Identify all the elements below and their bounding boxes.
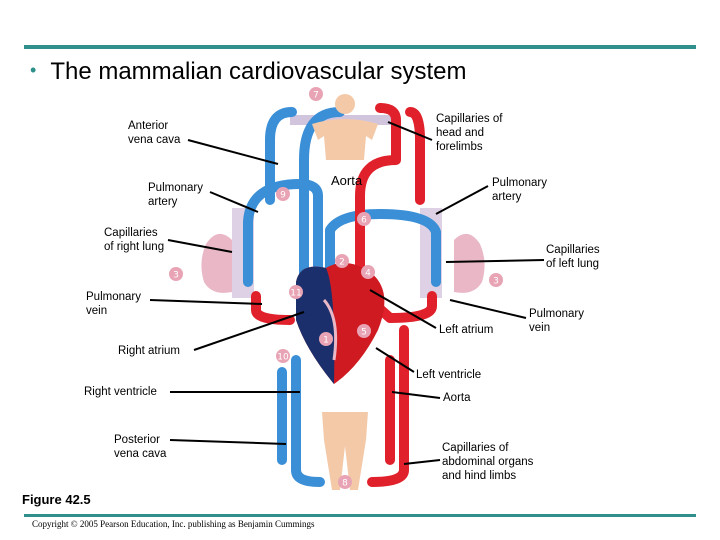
label-left-atrium: Left atrium: [439, 324, 494, 336]
svg-text:3: 3: [173, 271, 179, 281]
label-aorta-top: Aorta: [331, 173, 363, 188]
svg-text:10: 10: [277, 353, 289, 363]
left-lung: [454, 233, 485, 293]
svg-text:2: 2: [339, 258, 345, 268]
pulmonary-vein-left-lung: [365, 291, 437, 323]
aorta-arch-vessel: [355, 103, 401, 305]
anterior-vena-cava-vessel: [299, 107, 345, 285]
step-badge-7: 7: [309, 87, 323, 101]
label-aorta-bottom: Aorta: [443, 392, 471, 404]
lower-body-figure: [322, 412, 368, 490]
label-left-ventricle: Left ventricle: [416, 369, 482, 381]
svg-text:5: 5: [361, 328, 367, 338]
step-badge-4: 4: [361, 265, 375, 279]
pulmonary-vein-right-lung: [251, 291, 295, 325]
upper-body-figure: [312, 94, 378, 160]
step-badge-9: 9: [276, 187, 290, 201]
step-badge-3-left-lung: 3: [489, 273, 503, 287]
svg-text:4: 4: [365, 269, 371, 279]
step-badge-1: 1: [319, 332, 333, 346]
leader-lines: [149, 121, 545, 465]
head-return-vessel: [265, 107, 297, 205]
label-capillaries-head: Capillaries of head and forelimbs: [436, 113, 503, 153]
step-badge-10: 10: [276, 349, 290, 363]
label-pulmonary-vein-right: Pulmonary vein: [529, 308, 584, 334]
step-badge-3-right-lung: 3: [169, 267, 183, 281]
label-right-ventricle: Right ventricle: [84, 386, 157, 398]
aorta-head-outer: [405, 107, 425, 205]
title-bullet: •: [30, 60, 37, 80]
svg-text:1: 1: [323, 336, 329, 346]
copyright-notice: Copyright © 2005 Pearson Education, Inc.…: [32, 519, 315, 529]
svg-text:11: 11: [290, 289, 301, 299]
descending-aorta-vessel: [367, 325, 409, 487]
svg-text:9: 9: [280, 191, 286, 201]
label-posterior-vena-cava: Posterior vena cava: [114, 434, 167, 460]
step-badge-8: 8: [338, 475, 352, 489]
step-badges: 7 9 6 2 3 4 3 11 5 1 10 8: [169, 87, 503, 489]
label-pulmonary-artery-left: Pulmonary artery: [148, 182, 203, 208]
top-rule: [24, 45, 696, 49]
step-badge-11: 11: [289, 285, 303, 299]
label-capillaries-abdominal: Capillaries of abdominal organs and hind…: [442, 442, 534, 482]
right-lung: [201, 233, 232, 293]
figure-caption: Figure 42.5: [22, 492, 91, 507]
label-right-atrium: Right atrium: [118, 345, 180, 357]
heart: [296, 262, 385, 384]
svg-text:3: 3: [493, 277, 499, 287]
slide-title: • The mammalian cardiovascular system: [30, 58, 466, 86]
label-pulmonary-vein-left: Pulmonary vein: [86, 291, 141, 317]
bottom-rule: [24, 514, 696, 517]
label-anterior-vena-cava: Anterior vena cava: [128, 120, 181, 146]
svg-text:8: 8: [342, 479, 348, 489]
label-capillaries-left-lung: Capillaries of left lung: [546, 244, 600, 270]
svg-text:7: 7: [313, 91, 319, 101]
posterior-vena-cava-vessel: [291, 355, 325, 487]
title-text: The mammalian cardiovascular system: [50, 58, 467, 85]
label-capillaries-right-lung: Capillaries of right lung: [104, 227, 165, 253]
label-pulmonary-artery-right: Pulmonary artery: [492, 177, 547, 203]
svg-text:6: 6: [361, 216, 367, 226]
step-badge-5: 5: [357, 324, 371, 338]
step-badge-2: 2: [335, 254, 349, 268]
step-badge-6: 6: [357, 212, 371, 226]
pulmonary-artery-left-lung: [325, 209, 441, 287]
